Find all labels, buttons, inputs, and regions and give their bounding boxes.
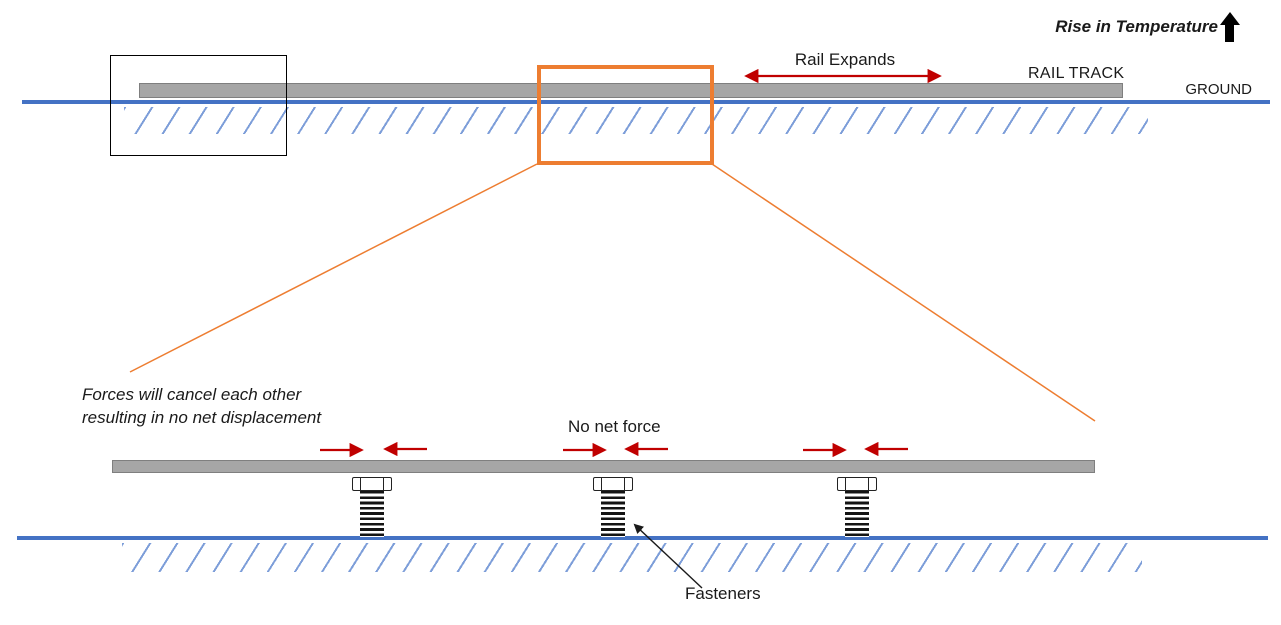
rail-expands-label: Rail Expands — [794, 50, 896, 69]
zoom-connector-line-right — [711, 163, 1096, 422]
bolt-shaft — [360, 491, 384, 537]
zoom-connector-line-left — [129, 163, 538, 373]
rail-track-bar — [139, 83, 1123, 98]
fasteners-label: Fasteners — [685, 584, 761, 603]
no-net-force-label: No net force — [568, 417, 661, 436]
bolt-shaft — [845, 491, 869, 537]
bolt-head — [593, 477, 633, 491]
forces-cancel-note: Forces will cancel each other resulting … — [82, 385, 322, 427]
ground-line-top — [22, 100, 1270, 104]
up-arrow-head — [1219, 12, 1240, 25]
fastener-bolt — [593, 477, 633, 537]
bolt-shaft — [601, 491, 625, 537]
up-arrow-icon — [1219, 12, 1240, 42]
bolt-head — [352, 477, 392, 491]
bolt-head — [837, 477, 877, 491]
fastener-bolt — [837, 477, 877, 537]
zoom-highlight-box — [537, 65, 714, 165]
rise-in-temperature-label: Rise in Temperature — [1055, 17, 1218, 36]
up-arrow-stem — [1225, 25, 1234, 42]
rail-track-label: RAIL TRACK — [1028, 65, 1125, 82]
ground-line-bottom — [17, 536, 1268, 540]
ground-hatching-top — [124, 107, 1148, 134]
rail-track-bar-zoomed — [112, 460, 1095, 473]
ground-label: GROUND — [1185, 81, 1252, 98]
rail-end-callout-box — [110, 55, 287, 156]
ground-hatching-bottom — [122, 543, 1142, 572]
fastener-bolt — [352, 477, 392, 537]
